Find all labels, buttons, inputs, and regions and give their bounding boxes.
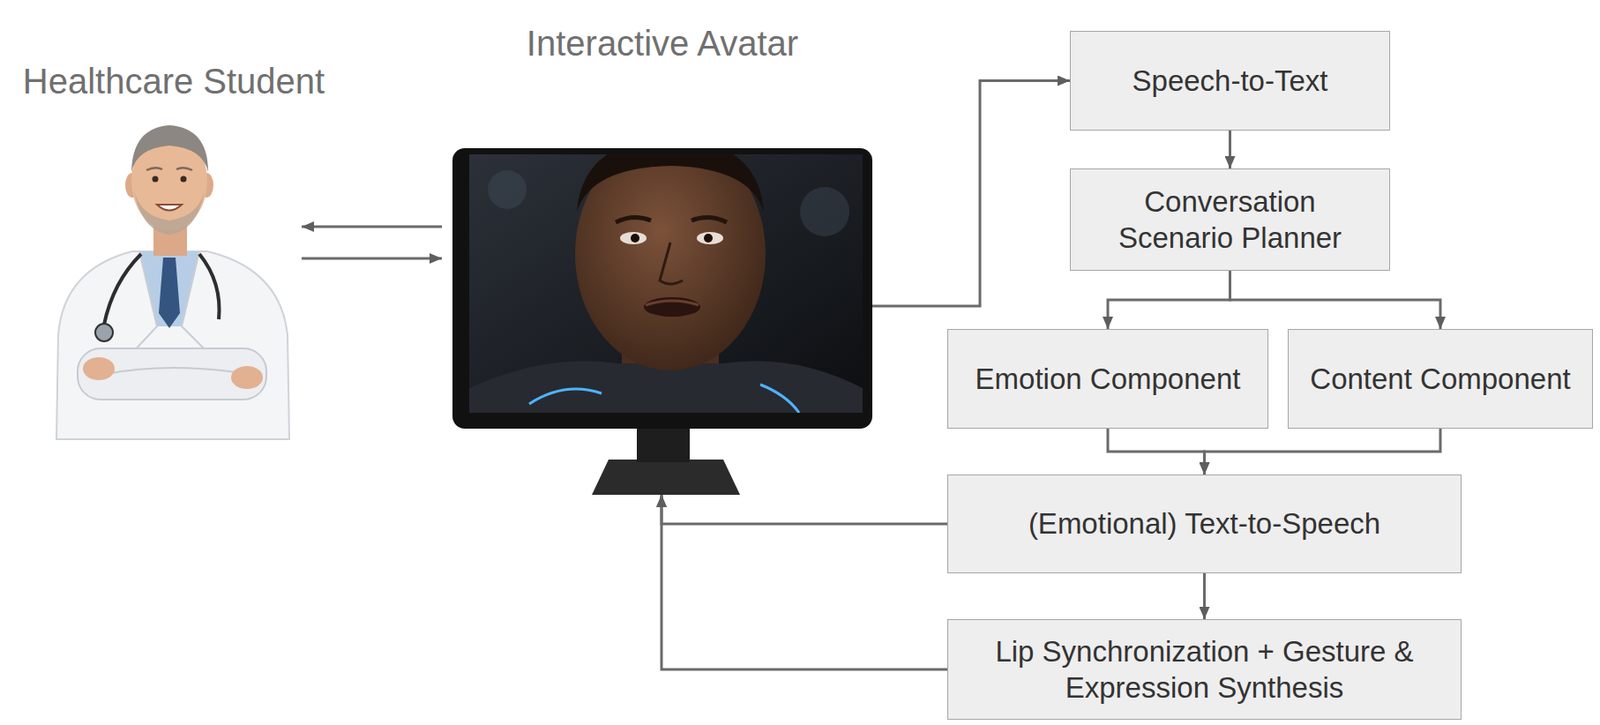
coat-lapel	[132, 251, 158, 353]
monitor-base	[591, 459, 741, 495]
connector-arrow	[1203, 573, 1206, 620]
avatar-eye	[620, 231, 647, 245]
box-label: Lip Synchronization + Gesture & Expressi…	[962, 633, 1447, 707]
person-photo: Healthcare Student	[56, 122, 292, 440]
monitor-screen	[469, 154, 863, 413]
coat-lapel	[181, 251, 209, 353]
box-label: (Emotional) Text-to-Speech	[1028, 505, 1381, 542]
connector-arrow	[1107, 428, 1205, 475]
process-box: Conversation Scenario Planner	[1069, 168, 1391, 271]
doctor-hair	[131, 125, 209, 172]
doctor-eye	[152, 176, 159, 183]
connector-arrow	[872, 81, 1070, 307]
doctor-brow	[146, 167, 163, 171]
doctor-hand	[231, 366, 263, 389]
process-box: Content Component	[1287, 328, 1593, 429]
screen-light	[800, 186, 850, 237]
connector-arrow	[661, 494, 948, 524]
connector-arrow	[1204, 428, 1442, 475]
avatar-brow	[691, 216, 727, 223]
figure-heading: Healthcare Student	[22, 60, 325, 102]
avatar-monitor: Interactive Avatar	[452, 148, 873, 495]
connector-arrow	[301, 225, 442, 229]
stethoscope-tube	[199, 254, 220, 320]
stethoscope-chestpiece	[95, 323, 113, 342]
doctor-coat	[56, 251, 290, 440]
avatar-hair	[576, 154, 764, 212]
shirt-light	[760, 384, 800, 413]
box-label: Content Component	[1309, 360, 1571, 397]
doctor-hand	[82, 357, 115, 381]
avatar-eye	[696, 231, 724, 245]
stethoscope-tube	[104, 254, 142, 325]
box-label: Emotion Component	[975, 360, 1242, 397]
process-box: Lip Synchronization + Gesture & Expressi…	[947, 619, 1462, 720]
box-label: Conversation Scenario Planner	[1108, 183, 1352, 257]
avatar-nose	[659, 242, 683, 285]
doctor-eye	[180, 176, 187, 183]
arm-fold	[105, 367, 247, 374]
monitor	[452, 136, 873, 495]
avatar-pupil	[630, 233, 640, 243]
process-box: Emotion Component	[947, 328, 1269, 429]
doctor-smile	[157, 204, 182, 211]
figure-heading: Interactive Avatar	[526, 22, 799, 64]
box-label: Speech-to-Text	[1132, 62, 1329, 99]
connector-arrow	[1228, 130, 1232, 169]
avatar-pupil	[703, 233, 713, 243]
doctor-arms	[77, 348, 267, 400]
connector-arrow	[301, 257, 442, 261]
avatar-face	[575, 154, 766, 371]
avatar-brow	[615, 216, 651, 223]
connector-arrow	[661, 494, 948, 670]
connector-arrow	[1230, 270, 1442, 329]
screen-light	[487, 170, 527, 210]
monitor-neck	[636, 426, 690, 463]
doctor-figure	[56, 125, 290, 440]
doctor-beard	[134, 189, 205, 235]
doctor-tie	[158, 257, 180, 329]
shirt-light	[529, 388, 602, 404]
process-box: (Emotional) Text-to-Speech	[947, 474, 1462, 574]
doctor-brow	[176, 167, 193, 171]
avatar-lip	[645, 300, 699, 306]
avatar-mouth	[643, 297, 701, 317]
process-box: Speech-to-Text	[1069, 30, 1391, 131]
connector-arrow	[1107, 270, 1231, 329]
